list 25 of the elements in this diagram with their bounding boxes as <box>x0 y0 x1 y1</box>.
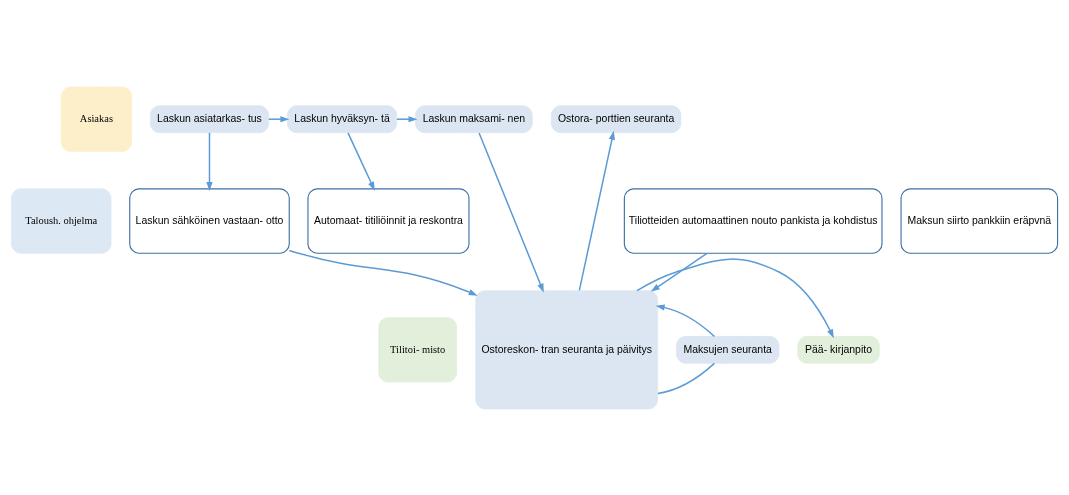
node-box: Tilitoi- misto <box>378 316 457 382</box>
node-box: Pää- kirjanpito <box>797 335 880 364</box>
arrow <box>396 115 418 122</box>
node-box: Laskun maksami- nen <box>415 104 533 133</box>
node-box: Taloush. ohjelma <box>11 187 112 254</box>
arrow <box>650 252 708 292</box>
node-box: Ostora- porttien seuranta <box>550 104 682 133</box>
arrow <box>288 249 478 296</box>
node-box: Maksujen seuranta <box>676 335 780 364</box>
arrow <box>347 131 375 191</box>
connector <box>657 362 716 394</box>
node-box: Laskun sähköinen vastaan- otto <box>129 187 290 254</box>
node-box: Maksun siirto pankkiin eräpvnä <box>900 187 1059 254</box>
node-box: Laskun asiatarkas- tus <box>149 104 270 133</box>
arrow <box>636 257 834 338</box>
arrow <box>206 131 213 191</box>
node-box: Laskun hyväksyn- tä <box>287 104 398 133</box>
node-box: Asiakas <box>60 86 132 152</box>
node-box: Automaat- titiliöinnit ja reskontra <box>307 187 470 254</box>
arrow <box>478 131 544 293</box>
node-box: Ostoreskon- tran seuranta ja päivitys <box>475 289 659 409</box>
arrow <box>578 130 615 291</box>
arrow <box>655 303 716 337</box>
node-box: Tiliotteiden automaattinen nouto pankista ja kohdistus <box>623 187 883 254</box>
arrow <box>268 115 290 122</box>
